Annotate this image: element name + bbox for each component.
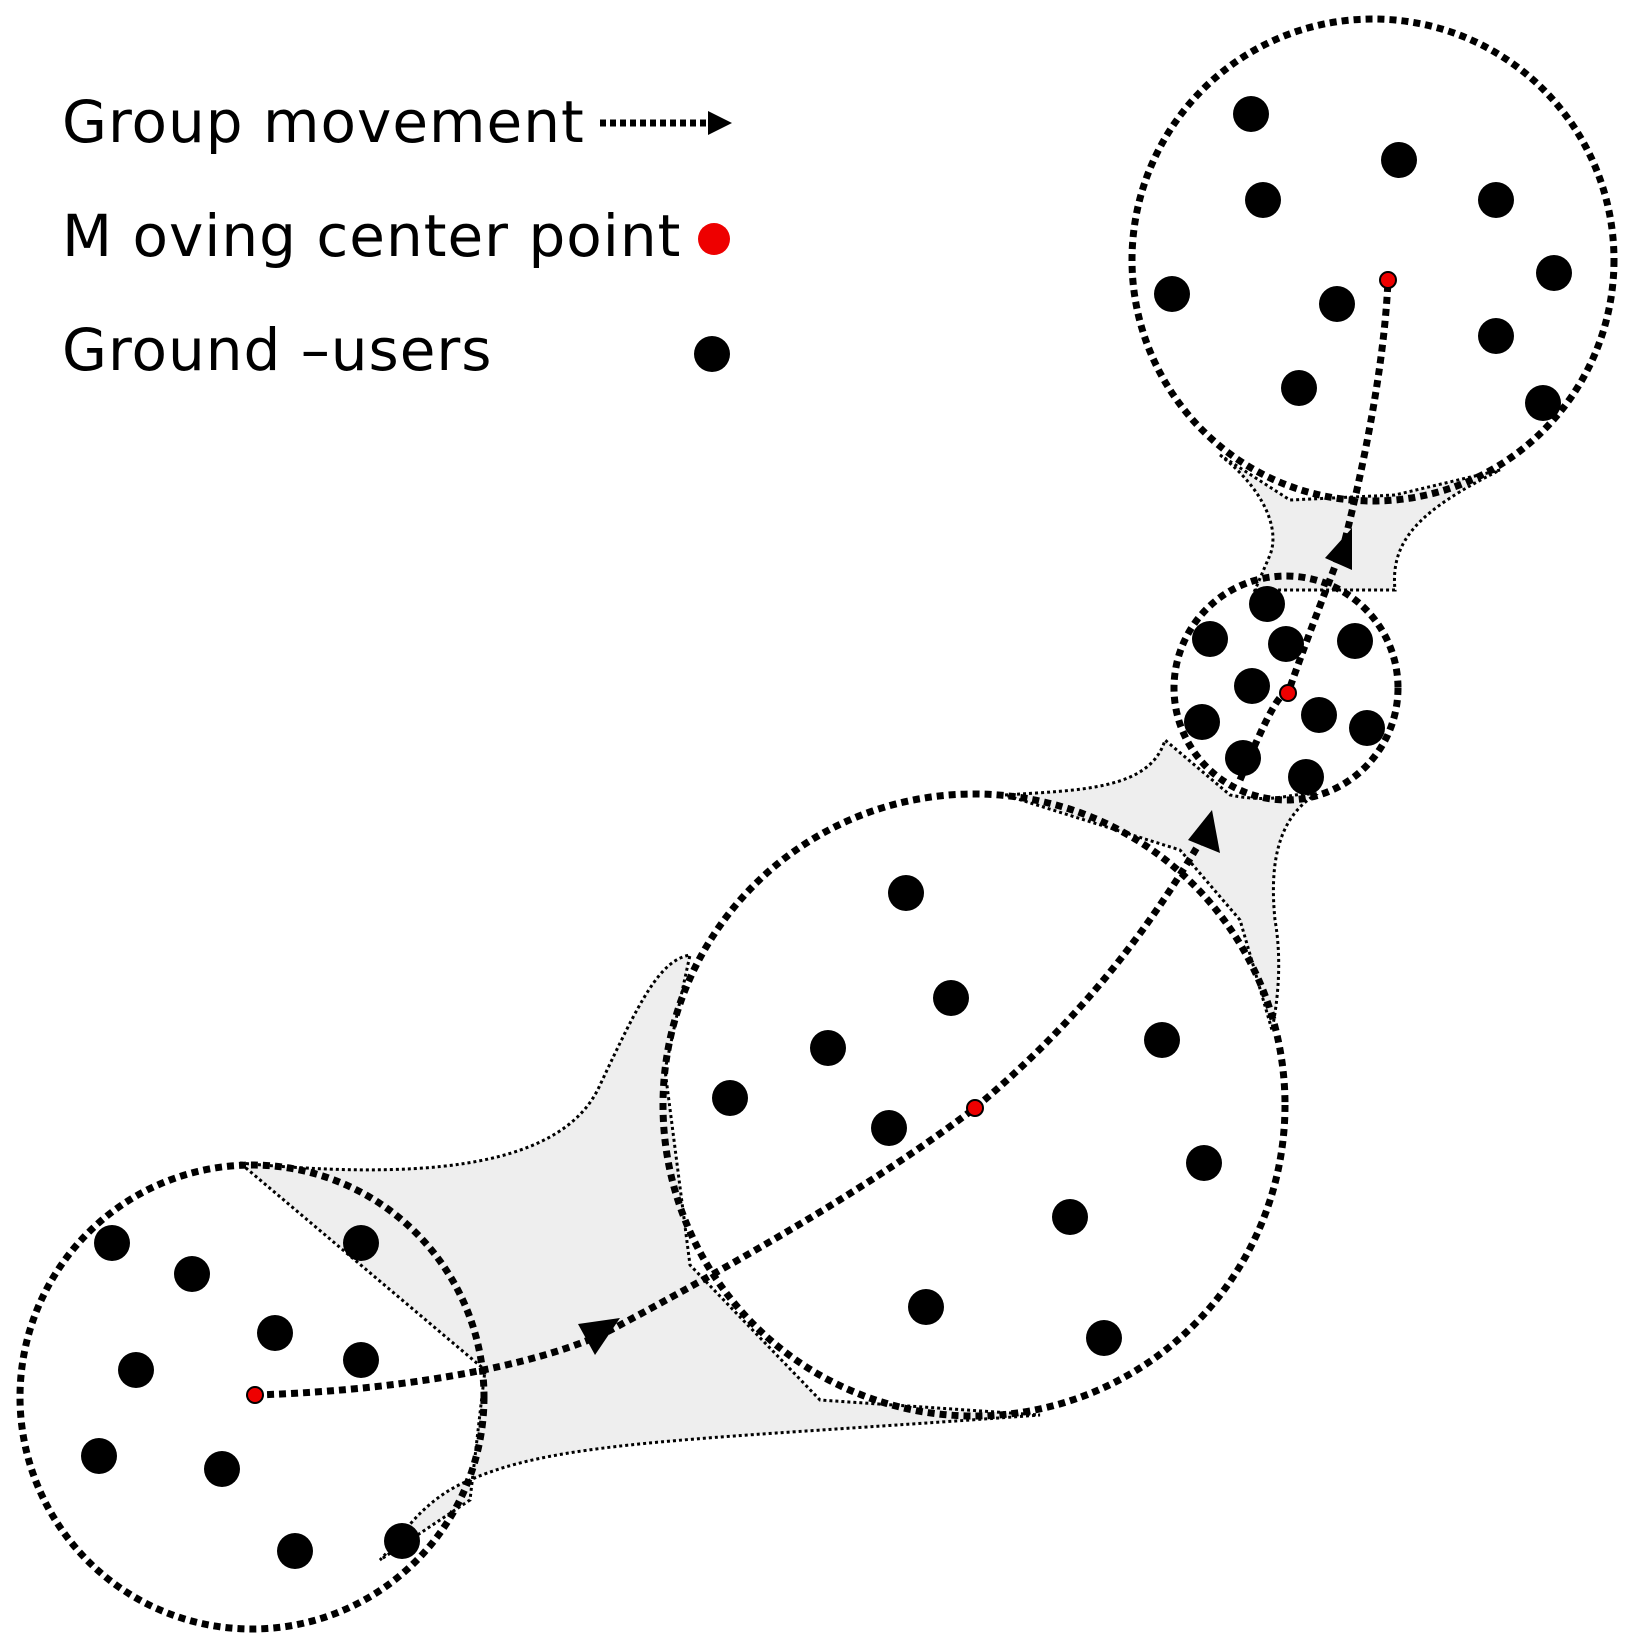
ground-user — [1184, 704, 1220, 740]
ground-user — [888, 875, 924, 911]
ground-user — [1288, 759, 1324, 795]
ground-user — [204, 1451, 240, 1487]
ground-user — [118, 1352, 154, 1388]
ground-user — [94, 1225, 130, 1261]
legend: Group movement M oving center point Grou… — [62, 88, 732, 384]
legend-group-movement-icon — [600, 111, 732, 135]
ground-user — [1536, 255, 1572, 291]
ground-user — [712, 1080, 748, 1116]
ground-user — [1225, 740, 1261, 776]
ground-user — [1192, 621, 1228, 657]
ground-user — [1154, 276, 1190, 312]
ground-user — [1245, 182, 1281, 218]
movement-path-segment-2 — [972, 823, 1214, 1111]
legend-center-point-icon — [698, 223, 730, 255]
ground-user — [871, 1110, 907, 1146]
ground-user — [174, 1256, 210, 1292]
ground-user — [1478, 182, 1514, 218]
ground-user — [1281, 370, 1317, 406]
group-1-boundary — [16, 1161, 488, 1633]
transition-region-3-4 — [1219, 453, 1501, 592]
ground-user — [908, 1289, 944, 1325]
ground-user — [1086, 1320, 1122, 1356]
ground-user — [1234, 668, 1270, 704]
group-2-boundary — [659, 790, 1289, 1420]
ground-user — [277, 1533, 313, 1569]
ground-user — [1233, 96, 1269, 132]
transition-region-2-3 — [1004, 737, 1319, 1031]
ground-user — [1268, 626, 1304, 662]
ground-user — [81, 1438, 117, 1474]
legend-ground-user-icon — [694, 336, 730, 372]
ground-user — [1319, 286, 1355, 322]
ground-user — [257, 1315, 293, 1351]
ground-user — [1249, 586, 1285, 622]
transition-region-1-2 — [235, 953, 1041, 1562]
ground-user — [343, 1342, 379, 1378]
ground-user — [1478, 318, 1514, 354]
group-3-boundary — [1170, 572, 1402, 804]
ground-user — [1337, 623, 1373, 659]
group-1-center-point — [246, 1386, 264, 1404]
ground-user — [1349, 710, 1385, 746]
group-4-boundary — [1128, 15, 1618, 505]
ground-user — [343, 1225, 379, 1261]
ground-user — [810, 1030, 846, 1066]
legend-group-movement-label: Group movement — [62, 88, 585, 156]
ground-user — [384, 1523, 420, 1559]
legend-ground-users-label: Ground –users — [62, 316, 493, 384]
ground-users — [81, 96, 1572, 1569]
moving-center-points — [246, 271, 1397, 1404]
ground-user — [1525, 385, 1561, 421]
ground-user — [1144, 1022, 1180, 1058]
movement-path-segment-4 — [1341, 279, 1392, 541]
group-4-center-point — [1379, 271, 1397, 289]
group-2-center-point — [966, 1099, 984, 1117]
group-3-center-point — [1279, 684, 1297, 702]
group-circles — [16, 15, 1618, 1633]
movement-arrowhead-2 — [1188, 810, 1220, 853]
ground-user — [1301, 697, 1337, 733]
ground-user — [1052, 1199, 1088, 1235]
movement-path-segment-1 — [254, 1105, 978, 1399]
legend-moving-center-point-label: M oving center point — [62, 202, 681, 270]
ground-user — [1186, 1145, 1222, 1181]
transition-regions — [235, 453, 1501, 1562]
movement-arrowhead-1 — [578, 1318, 620, 1355]
ground-user — [1381, 142, 1417, 178]
ground-user — [933, 980, 969, 1016]
